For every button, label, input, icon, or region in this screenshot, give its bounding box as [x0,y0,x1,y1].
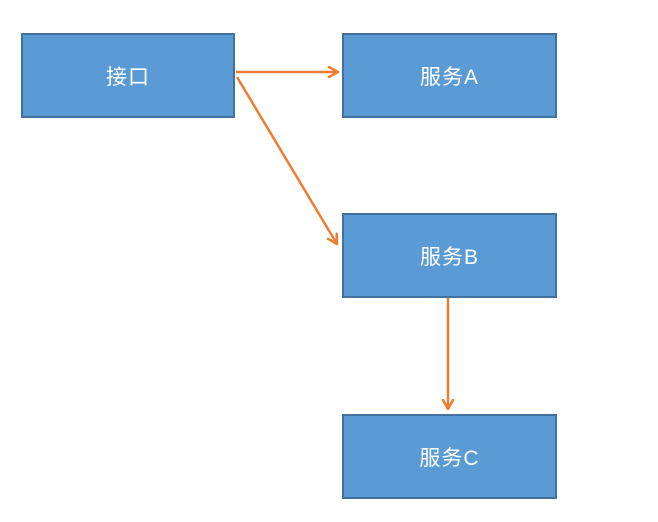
node-service-a: 服务A [342,33,557,118]
node-interface: 接口 [21,33,235,118]
node-service-c: 服务C [342,414,557,499]
arrow-interface-to-service-b [235,76,339,246]
node-service-b-label: 服务B [419,245,479,269]
node-service-c-label: 服务C [419,446,480,470]
node-service-b: 服务B [342,213,557,298]
node-service-a-label: 服务A [419,65,479,89]
node-interface-label: 接口 [106,65,150,89]
